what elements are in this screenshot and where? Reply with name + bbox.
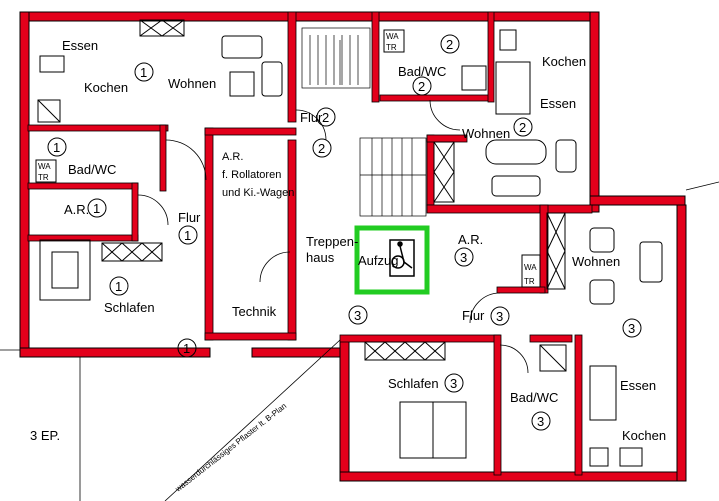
label-ar-3: A.R. — [458, 232, 483, 247]
svg-text:2: 2 — [322, 110, 329, 125]
floor-label: 3 EP. — [30, 428, 60, 443]
exterior-walls — [19, 11, 687, 482]
svg-text:WA: WA — [386, 32, 399, 41]
wa-tr-box-3: WA TR — [521, 254, 541, 288]
svg-text:1: 1 — [115, 279, 122, 294]
stairs-lower — [359, 137, 427, 217]
elevator-shaft — [354, 225, 430, 295]
svg-text:2: 2 — [318, 141, 325, 156]
svg-text:WA: WA — [524, 263, 537, 272]
label-wohnen-1: Wohnen — [168, 76, 216, 91]
label-flur-2: Flur — [300, 110, 323, 125]
svg-text:f. Rollatoren: f. Rollatoren — [222, 169, 281, 181]
label-wohnen-2: Wohnen — [462, 126, 510, 141]
stairs-upper — [301, 27, 371, 89]
svg-text:3: 3 — [537, 414, 544, 429]
svg-text:2: 2 — [418, 79, 425, 94]
svg-text:1: 1 — [93, 201, 100, 216]
label-ar-1: A.R. — [64, 202, 89, 217]
label-flur-1: Flur — [178, 210, 201, 225]
svg-text:2: 2 — [519, 120, 526, 135]
svg-text:3: 3 — [450, 376, 457, 391]
svg-text:und Ki.-Wagen: und Ki.-Wagen — [222, 187, 294, 199]
svg-text:2: 2 — [446, 37, 453, 52]
label-aufzug: Aufzug — [358, 253, 398, 268]
label-treppenhaus: Treppen- — [306, 234, 358, 249]
wa-tr-box-2: WA TR — [383, 29, 405, 53]
label-technik: Technik — [232, 304, 277, 319]
label-schlafen-1: Schlafen — [104, 300, 155, 315]
label-essen-1: Essen — [62, 38, 98, 53]
label-kochen-1: Kochen — [84, 80, 128, 95]
svg-text:TR: TR — [524, 277, 535, 286]
interior-walls — [27, 11, 593, 476]
svg-text:3: 3 — [628, 321, 635, 336]
svg-text:haus: haus — [306, 250, 335, 265]
label-schlafen-3: Schlafen — [388, 376, 439, 391]
svg-text:3: 3 — [496, 309, 503, 324]
label-bad-1: Bad/WC — [68, 162, 116, 177]
svg-text:1: 1 — [183, 341, 190, 356]
label-kochen-2: Kochen — [542, 54, 586, 69]
svg-text:1: 1 — [184, 228, 191, 243]
label-bad-2: Bad/WC — [398, 64, 446, 79]
furniture — [37, 29, 663, 467]
paving-note: wasserdurchlässiges Pflaster lt. B-Plan — [173, 401, 288, 494]
svg-text:TR: TR — [38, 173, 49, 182]
unit-markers — [47, 34, 642, 431]
svg-text:3: 3 — [354, 308, 361, 323]
svg-text:TR: TR — [386, 43, 397, 52]
label-essen-2: Essen — [540, 96, 576, 111]
wardrobes — [101, 19, 566, 361]
label-kochen-3: Kochen — [622, 428, 666, 443]
svg-text:WA: WA — [38, 162, 51, 171]
label-wohnen-3: Wohnen — [572, 254, 620, 269]
label-bad-3: Bad/WC — [510, 390, 558, 405]
room-labels: Essen Kochen Wohnen Bad/WC A.R. Flur Sch… — [62, 38, 666, 443]
svg-text:1: 1 — [140, 65, 147, 80]
wa-tr-box-1: WA TR — [35, 159, 57, 183]
label-flur-3: Flur — [462, 308, 485, 323]
unit-numbers: 1 1 1 1 1 1 2 2 2 2 2 3 3 3 3 3 3 — [53, 37, 635, 429]
site-lines — [0, 181, 719, 501]
wheelchair-icon — [389, 239, 415, 277]
svg-text:1: 1 — [53, 140, 60, 155]
label-essen-3: Essen — [620, 378, 656, 393]
label-ar-rollatoren: A.R. — [222, 151, 243, 163]
svg-text:3: 3 — [460, 250, 467, 265]
